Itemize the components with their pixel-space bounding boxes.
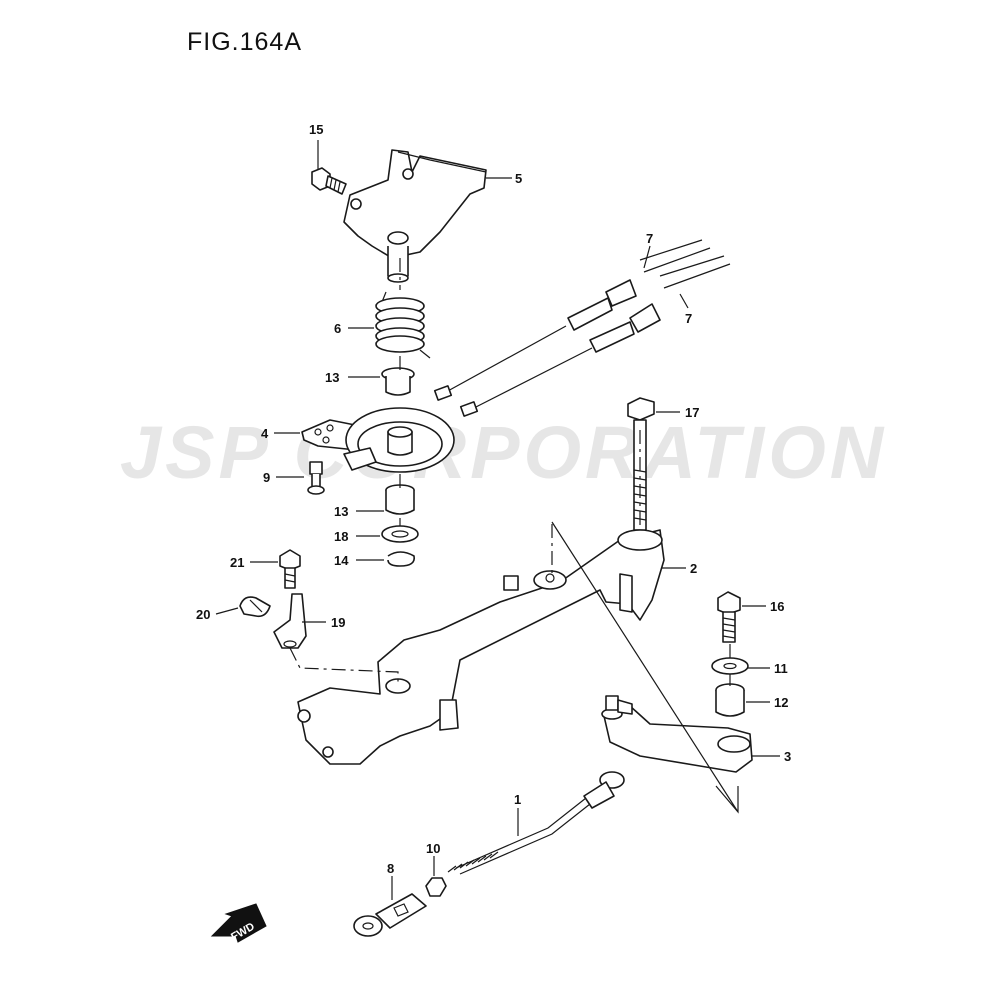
- callout-13-lower: 13: [334, 504, 348, 519]
- part-12-collar[interactable]: [715, 683, 745, 717]
- callout-15: 15: [309, 122, 323, 137]
- part-16-bolt[interactable]: [717, 591, 741, 643]
- part-20-clip[interactable]: [239, 596, 271, 618]
- callout-1: 1: [514, 792, 521, 807]
- fwd-arrow-icon: [210, 903, 267, 943]
- callout-7-lower: 7: [685, 311, 692, 326]
- part-10-nut[interactable]: [425, 877, 447, 897]
- part-21-bolt[interactable]: [279, 549, 301, 589]
- part-11-washer[interactable]: [711, 657, 749, 675]
- part-9-stud[interactable]: [307, 461, 325, 495]
- callout-7-upper: 7: [646, 231, 653, 246]
- callout-18: 18: [334, 529, 348, 544]
- callout-9: 9: [263, 470, 270, 485]
- part-7-cables[interactable]: [433, 239, 731, 417]
- part-1-rod[interactable]: [447, 771, 625, 875]
- callout-8: 8: [387, 861, 394, 876]
- callout-10: 10: [426, 841, 440, 856]
- part-14-circlip[interactable]: [387, 551, 416, 567]
- part-15-bolt[interactable]: [311, 167, 347, 195]
- callout-6: 6: [334, 321, 341, 336]
- part-2-arm[interactable]: [297, 529, 665, 765]
- callout-12: 12: [774, 695, 788, 710]
- callout-11: 11: [774, 661, 788, 676]
- part-19-plate[interactable]: [273, 593, 307, 649]
- part-5-bracket[interactable]: [343, 149, 487, 283]
- part-4-drum[interactable]: [301, 407, 455, 473]
- callout-3: 3: [784, 749, 791, 764]
- part-13-bush-upper[interactable]: [381, 367, 415, 396]
- part-8-rod-end[interactable]: [353, 893, 427, 937]
- callout-4: 4: [261, 426, 269, 441]
- callout-19: 19: [331, 615, 345, 630]
- part-13-bush-lower[interactable]: [385, 484, 415, 515]
- callout-16: 16: [770, 599, 784, 614]
- callout-21: 21: [230, 555, 244, 570]
- figure-title: FIG.164A: [187, 28, 302, 56]
- callout-2: 2: [690, 561, 697, 576]
- part-17-long-bolt[interactable]: [627, 397, 655, 531]
- part-6-spring[interactable]: [375, 291, 431, 359]
- callout-13-upper: 13: [325, 370, 339, 385]
- callout-14: 14: [334, 553, 349, 568]
- part-3-lever[interactable]: [601, 695, 753, 773]
- callout-20: 20: [196, 607, 210, 622]
- callout-17: 17: [685, 405, 699, 420]
- part-18-washer[interactable]: [381, 525, 419, 543]
- callout-5: 5: [515, 171, 522, 186]
